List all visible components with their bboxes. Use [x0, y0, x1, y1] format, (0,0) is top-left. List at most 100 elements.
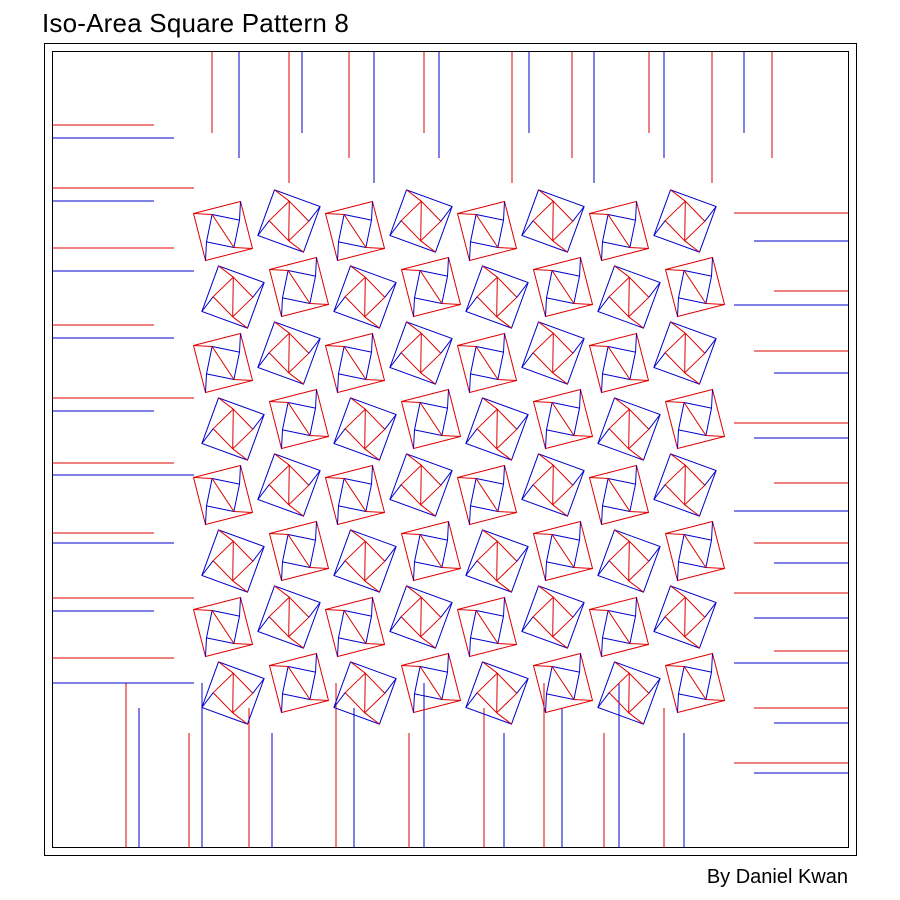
twist-hinge	[371, 201, 373, 221]
twist-hinge	[201, 560, 214, 576]
twist-hinge	[572, 206, 585, 222]
twist-hinge	[309, 699, 329, 701]
twist-diagonal	[419, 402, 443, 436]
twist-hinge	[573, 435, 593, 437]
twist-hinge	[579, 653, 581, 673]
twist-hinge	[521, 616, 534, 632]
twist-diagonal	[496, 409, 498, 449]
twist-hinge	[457, 213, 477, 215]
twist-hinge	[333, 560, 346, 576]
twist-diagonal	[364, 541, 366, 581]
twist-hinge	[589, 345, 609, 347]
twist-hinge	[413, 297, 415, 317]
twist-hinge	[233, 247, 253, 249]
twist-hinge	[333, 428, 346, 444]
twist-hinge	[447, 389, 449, 409]
twist-hinge	[521, 220, 534, 236]
twist-hinge	[704, 338, 717, 354]
twist-hinge	[281, 693, 283, 713]
twist-hinge	[552, 504, 568, 517]
twist-hinge	[601, 505, 603, 525]
twist-diagonal	[211, 478, 235, 512]
twist-hinge	[333, 296, 346, 312]
twist-diagonal	[552, 333, 554, 373]
twist-hinge	[684, 636, 700, 649]
twist-hinge	[315, 389, 317, 409]
twist-hinge	[705, 567, 725, 569]
twist-hinge	[704, 206, 717, 222]
twist-hinge	[465, 692, 478, 708]
twist-hinge	[545, 297, 547, 317]
twist-hinge	[629, 379, 649, 381]
twist-diagonal	[420, 333, 422, 373]
twist-hinge	[364, 448, 380, 461]
twist-hinge	[232, 448, 248, 461]
twist-diagonal	[232, 277, 234, 317]
twist-hinge	[406, 585, 422, 598]
twist-diagonal	[551, 270, 575, 304]
twist-hinge	[420, 504, 436, 517]
twist-hinge	[447, 521, 449, 541]
twist-hinge	[579, 521, 581, 541]
twist-diagonal	[551, 402, 575, 436]
twist-diagonal	[420, 597, 422, 637]
twist-hinge	[482, 265, 498, 278]
twist-hinge	[665, 533, 685, 535]
twist-hinge	[538, 453, 554, 466]
twist-hinge	[711, 521, 713, 541]
twist-hinge	[401, 269, 421, 271]
twist-hinge	[257, 352, 270, 368]
twist-hinge	[684, 372, 700, 385]
twist-hinge	[496, 712, 512, 725]
twist-diagonal	[419, 534, 443, 568]
twist-hinge	[482, 529, 498, 542]
twist-hinge	[711, 653, 713, 673]
twist-hinge	[552, 636, 568, 649]
twist-hinge	[677, 693, 679, 713]
twist-diagonal	[607, 214, 631, 248]
twist-diagonal	[211, 610, 235, 644]
twist-hinge	[589, 213, 609, 215]
twist-hinge	[288, 636, 304, 649]
twist-hinge	[440, 470, 453, 486]
twist-hinge	[552, 372, 568, 385]
twist-hinge	[413, 429, 415, 449]
twist-hinge	[573, 567, 593, 569]
twist-hinge	[420, 636, 436, 649]
twist-hinge	[497, 247, 517, 249]
twist-hinge	[440, 602, 453, 618]
twist-hinge	[589, 477, 609, 479]
twist-hinge	[684, 240, 700, 253]
twist-hinge	[364, 316, 380, 329]
twist-hinge	[288, 372, 304, 385]
twist-diagonal	[683, 270, 707, 304]
twist-diagonal	[419, 666, 443, 700]
twist-hinge	[545, 561, 547, 581]
twist-hinge	[401, 533, 421, 535]
twist-hinge	[239, 597, 241, 617]
twist-hinge	[218, 265, 234, 278]
twist-hinge	[653, 352, 666, 368]
twist-hinge	[252, 414, 265, 430]
twist-diagonal	[552, 465, 554, 505]
twist-diagonal	[684, 465, 686, 505]
twist-hinge	[573, 699, 593, 701]
twist-hinge	[269, 269, 289, 271]
twist-diagonal	[475, 214, 499, 248]
twist-hinge	[269, 665, 289, 667]
twist-diagonal	[628, 277, 630, 317]
twist-hinge	[677, 297, 679, 317]
twist-hinge	[469, 505, 471, 525]
twist-hinge	[337, 373, 339, 393]
twist-hinge	[496, 580, 512, 593]
twist-hinge	[232, 580, 248, 593]
twist-hinge	[205, 505, 207, 525]
twist-diagonal	[287, 402, 311, 436]
twist-hinge	[333, 692, 346, 708]
twist-hinge	[413, 561, 415, 581]
twist-hinge	[325, 609, 345, 611]
twist-hinge	[572, 470, 585, 486]
twist-diagonal	[288, 333, 290, 373]
twist-hinge	[628, 316, 644, 329]
twist-hinge	[309, 567, 329, 569]
